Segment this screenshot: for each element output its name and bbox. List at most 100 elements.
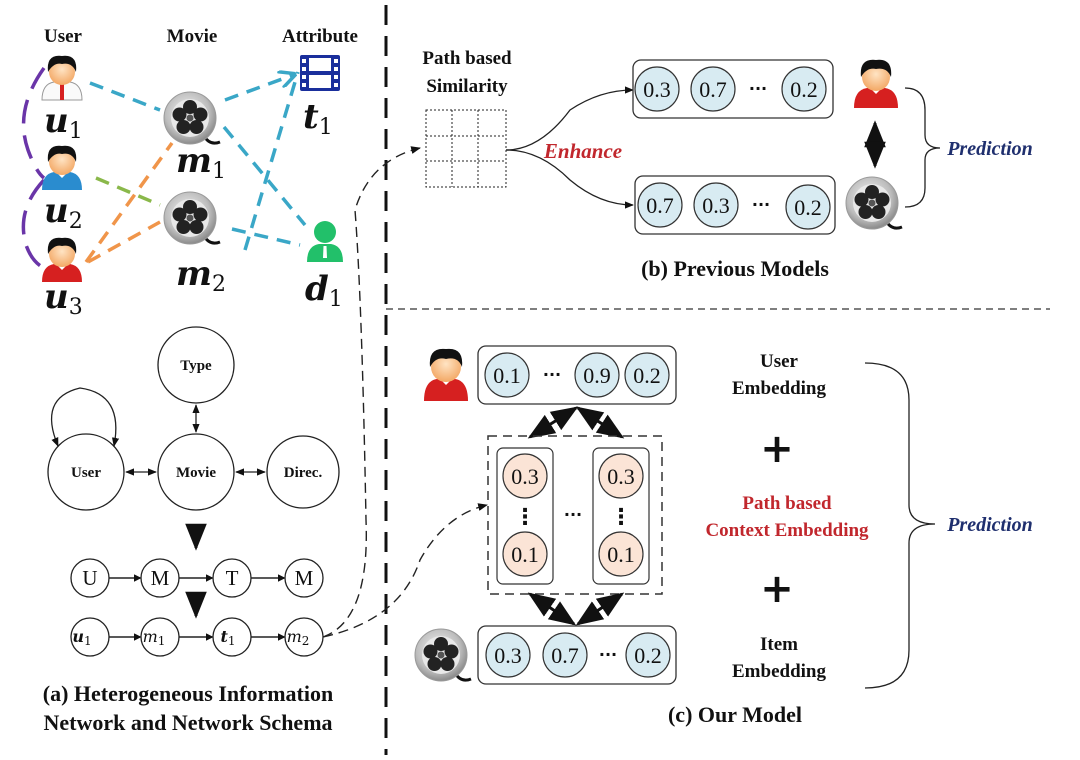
network-schema (47, 326, 340, 511)
embedding-cell-value: 0.9 (583, 363, 611, 388)
our-movie-icon (413, 627, 473, 683)
prev-user-embedding: 0.3 0.7 ··· 0.2 (634, 66, 827, 112)
caption-c: (c) Our Model (668, 702, 802, 727)
type-film-icon (300, 55, 340, 91)
embedding-cell-value: 0.2 (790, 77, 818, 102)
instance-path (70, 617, 324, 657)
prev-movie-icon (844, 175, 904, 231)
instance-node: u1 (72, 627, 91, 648)
context-cell: 0.1 (502, 531, 548, 577)
schema-label-movie: Movie (176, 465, 216, 481)
caption-a-line1: (a) Heterogeneous Information (43, 681, 333, 706)
embedding-cell: 0.2 (624, 352, 670, 398)
embedding-cell-value: 0.7 (699, 77, 727, 102)
label-t1: t1 (303, 97, 333, 140)
header-movie: Movie (167, 26, 218, 47)
user-embedding-line1: User (760, 351, 799, 372)
instance-node: m1 (143, 627, 166, 648)
instance-node: m2 (287, 627, 310, 648)
context-cell-value: 0.1 (607, 542, 635, 567)
embedding-cell-value: 0.3 (643, 77, 671, 102)
embedding-cell-value: 0.3 (494, 643, 522, 668)
embedding-cell: 0.2 (781, 66, 827, 112)
embedding-cell: 0.9 (574, 352, 620, 398)
user-u2-icon (42, 145, 82, 190)
embedding-cell: 0.1 (484, 352, 530, 398)
schema-label-director: Direc. (284, 465, 323, 481)
path-to-context-connector (322, 503, 488, 638)
path-to-similarity-connector (322, 146, 421, 638)
label-u1: u1 (44, 101, 83, 144)
embedding-cell: 0.7 (542, 632, 588, 678)
ellipsis: ··· (749, 79, 767, 98)
schema-node-director (266, 435, 340, 509)
schema-node-type (157, 326, 235, 404)
vdots: ⋮ (610, 505, 632, 530)
our-user-embedding: 0.1 ··· 0.9 0.2 (484, 352, 670, 398)
context-cell: 0.1 (598, 531, 644, 577)
embedding-cell-value: 0.7 (646, 193, 674, 218)
label-d1: d1 (305, 269, 343, 312)
our-brace (864, 362, 936, 689)
context-embedding-values: 0.3 ⋮ 0.1 0.3 ⋮ 0.1 ··· (502, 453, 644, 577)
context-embedding-container (487, 435, 663, 595)
our-item-embedding: 0.3 0.7 ··· 0.2 (485, 632, 671, 678)
similarity-matrix (425, 109, 507, 188)
header-attribute: Attribute (282, 26, 358, 47)
context-cell: 0.3 (598, 453, 644, 499)
meta-path-node: M (151, 566, 170, 590)
blue-edges-2 (231, 71, 301, 251)
embedding-cell: 0.3 (634, 66, 680, 112)
label-u3: u3 (44, 277, 83, 320)
context-item-arrow-left (527, 592, 577, 626)
green-edge (95, 176, 161, 207)
embedding-cell: 0.2 (625, 632, 671, 678)
movie-m1-icon (162, 90, 222, 146)
ellipsis: ··· (599, 645, 617, 664)
meta-path-node: T (226, 566, 239, 590)
embedding-cell-value: 0.7 (551, 643, 579, 668)
enhance-arrow-item (505, 149, 634, 209)
embedding-cell: 0.3 (485, 632, 531, 678)
orange-edges (84, 141, 174, 264)
similarity-label-line2: Similarity (426, 76, 508, 97)
context-cell: 0.3 (502, 453, 548, 499)
meta-path-node: U (82, 566, 97, 590)
caption-a-line2: Network and Network Schema (43, 710, 332, 735)
embedding-cell-value: 0.1 (493, 363, 521, 388)
panel-a-network: User Movie Attribute (21, 26, 358, 320)
label-m1: m1 (176, 141, 226, 184)
blue-edges (89, 75, 307, 227)
similarity-label-line1: Path based (422, 48, 512, 69)
our-user-icon (424, 348, 468, 401)
prev-prediction-label: Prediction (946, 138, 1033, 160)
ellipsis: ··· (543, 365, 561, 384)
item-embedding-line1: Item (760, 634, 798, 655)
header-user: User (44, 26, 83, 47)
schema-node-user (47, 433, 125, 511)
vdots: ⋮ (514, 505, 536, 530)
context-embedding-line2: Context Embedding (705, 520, 869, 541)
context-cell-value: 0.3 (511, 464, 539, 489)
director-d1-icon (307, 221, 343, 262)
embedding-cell-value: 0.2 (794, 195, 822, 220)
user-context-arrow-left (527, 406, 579, 439)
instance-node: t1 (220, 627, 235, 648)
our-prediction-label: Prediction (946, 514, 1033, 536)
meta-path (70, 558, 324, 598)
prev-brace (904, 87, 941, 208)
ellipsis: ··· (752, 195, 770, 214)
enhance-arrow-user (505, 86, 634, 151)
context-item-arrow-right (575, 592, 625, 626)
context-cell-value: 0.1 (511, 542, 539, 567)
context-cell-value: 0.3 (607, 464, 635, 489)
embedding-cell: 0.7 (637, 182, 683, 228)
embedding-cell-value: 0.2 (634, 643, 662, 668)
ellipsis: ··· (564, 505, 582, 524)
meta-path-node: M (295, 566, 314, 590)
embedding-cell-value: 0.2 (633, 363, 661, 388)
label-m2: m2 (176, 254, 226, 297)
plus-icon: + (760, 566, 794, 612)
